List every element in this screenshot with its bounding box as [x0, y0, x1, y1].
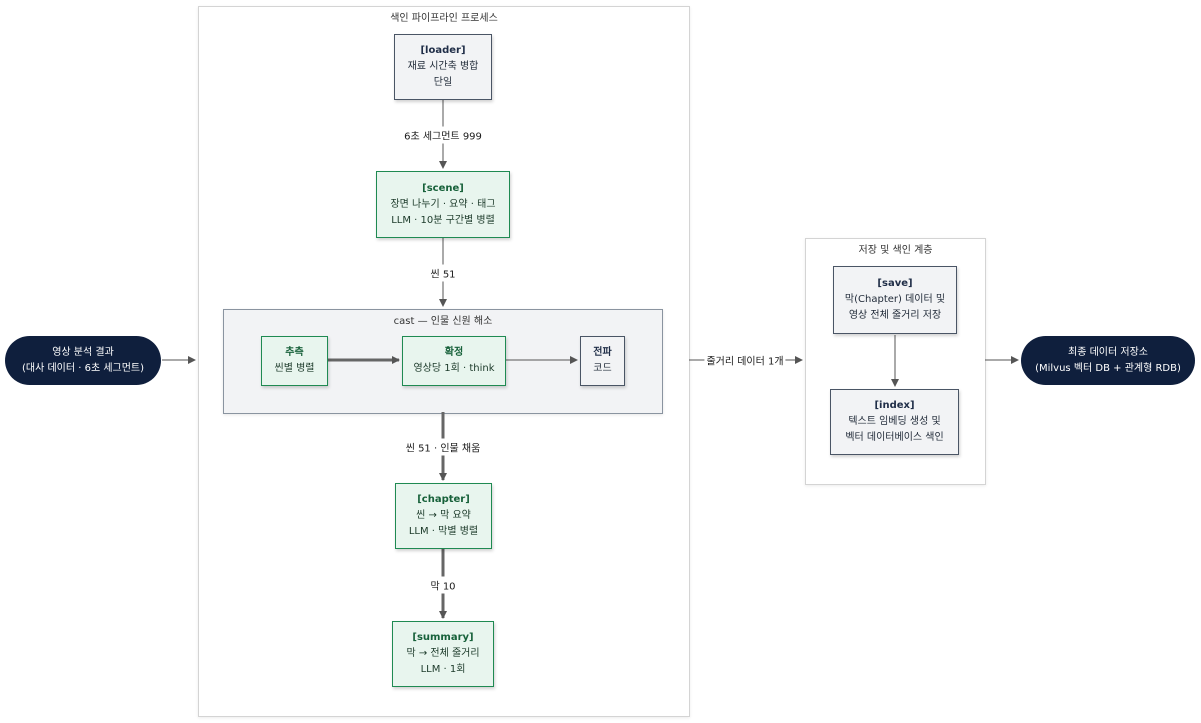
output-line1: 최종 데이터 저장소 — [1068, 346, 1148, 358]
chapter-title: [chapter] — [417, 494, 470, 505]
index-title: [index] — [874, 400, 915, 411]
edge-label-loader-scene: 6초 세그먼트 999 — [402, 126, 484, 144]
index-node: [index] 텍스트 임베딩 생성 및 벡터 데이터베이스 색인 — [830, 389, 959, 455]
scene-title: [scene] — [422, 182, 464, 194]
save-line2: 영상 전체 줄거리 저장 — [848, 310, 942, 321]
scene-node: [scene] 장면 나누기 · 요약 · 태그 LLM · 10분 구간별 병… — [376, 171, 510, 238]
loader-node: [loader] 재료 시간축 병합 단일 — [394, 34, 492, 100]
cast-confirm-line1: 영상당 1회 · think — [413, 363, 495, 374]
input-line2: (대사 데이터 · 6초 세그먼트) — [21, 362, 145, 374]
pipeline-title: 색인 파이프라인 프로세스 — [390, 13, 498, 24]
cast-title: cast — 인물 신원 해소 — [393, 316, 493, 327]
chapter-node: [chapter] 씬 → 막 요약 LLM · 막별 병렬 — [395, 483, 492, 549]
loader-line1: 재료 시간축 병합 — [407, 61, 479, 72]
output-line2: (Milvus 벡터 DB + 관계형 RDB) — [1035, 362, 1181, 374]
cast-confirm-title: 확정 — [444, 347, 464, 358]
summary-line1: 막 → 전체 줄거리 — [406, 648, 480, 659]
chapter-line1: 씬 → 막 요약 — [416, 510, 471, 521]
save-node: [save] 막(Chapter) 데이터 및 영상 전체 줄거리 저장 — [833, 266, 957, 334]
edge-label-scene-cast: 씬 51 — [428, 264, 458, 282]
edge-label-pipeline-storage: 줄거리 데이터 1개 — [704, 351, 786, 369]
index-line1: 텍스트 임베딩 생성 및 — [848, 416, 941, 427]
scene-line2: LLM · 10분 구간별 병렬 — [391, 214, 495, 226]
cast-propagate-line1: 코드 — [593, 363, 612, 374]
summary-node: [summary] 막 → 전체 줄거리 LLM · 1회 — [392, 621, 494, 687]
edge-label-chapter-summary: 막 10 — [428, 576, 458, 594]
cast-extract-line1: 씬별 병렬 — [274, 363, 315, 374]
summary-title: [summary] — [412, 632, 474, 643]
summary-line2: LLM · 1회 — [420, 664, 466, 675]
cast-extract-node: 추측 씬별 병렬 — [261, 336, 328, 386]
storage-title: 저장 및 색인 계층 — [858, 245, 933, 256]
input-line1: 영상 분석 결과 — [52, 346, 114, 358]
cast-confirm-node: 확정 영상당 1회 · think — [402, 336, 506, 386]
scene-line1: 장면 나누기 · 요약 · 태그 — [390, 198, 496, 210]
loader-line2: 단일 — [433, 77, 453, 88]
cast-propagate-node: 전파 코드 — [580, 336, 625, 386]
cast-extract-title: 추측 — [285, 347, 304, 358]
cast-propagate-title: 전파 — [593, 347, 612, 358]
save-line1: 막(Chapter) 데이터 및 — [844, 294, 946, 305]
input-terminal: 영상 분석 결과 (대사 데이터 · 6초 세그먼트) — [5, 336, 161, 385]
output-terminal: 최종 데이터 저장소 (Milvus 벡터 DB + 관계형 RDB) — [1021, 336, 1195, 385]
chapter-line2: LLM · 막별 병렬 — [408, 526, 479, 537]
loader-title: [loader] — [420, 45, 466, 56]
index-line2: 벡터 데이터베이스 색인 — [845, 432, 944, 443]
edge-label-cast-chapter: 씬 51 · 인물 채움 — [403, 438, 483, 456]
save-title: [save] — [877, 278, 913, 289]
